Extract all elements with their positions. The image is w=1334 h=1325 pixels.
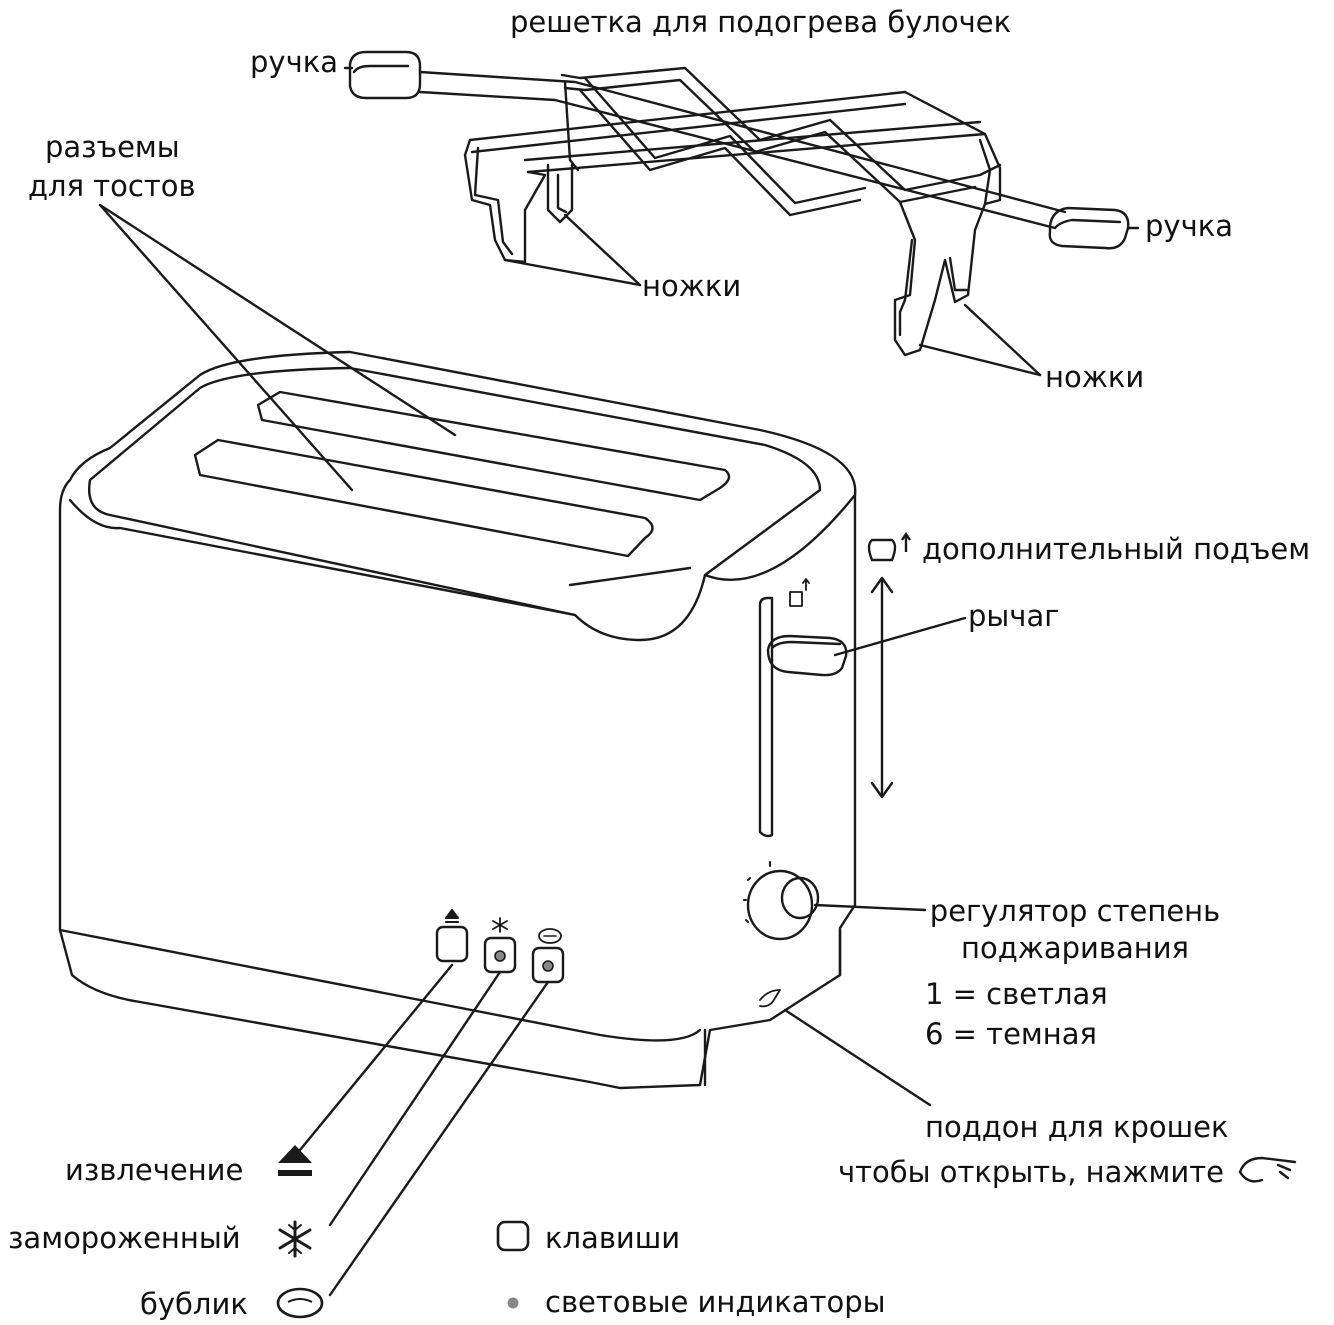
eject-button[interactable] [435,925,469,963]
handle-left-label: ручка [250,45,338,79]
lever-handle[interactable] [766,634,848,677]
lever-label: рычаг [968,599,1060,633]
browning-label-line2: поджаривания [960,931,1190,965]
warming-rack [418,66,1067,357]
indicators-legend-label: световые индикаторы [545,1285,886,1319]
extra-lift-label: дополнительный подъем [922,532,1311,566]
bagel-label: бублик [140,1287,248,1321]
crumb-tray-label-line2: чтобы открыть, нажмите [838,1155,1224,1189]
rack-handle-left[interactable] [348,50,422,100]
toast-slot-1 [256,390,731,502]
bagel-icon [276,1287,324,1319]
snowflake-icon [278,1220,312,1258]
legs-lower-label: ножки [1045,360,1145,394]
handle-right-label: ручка [1145,209,1233,243]
toast-slot-2 [193,438,654,558]
browning-knob[interactable] [746,869,814,941]
legs-upper-label: ножки [642,269,742,303]
key-icon [496,1220,530,1252]
keys-legend-label: клавиши [545,1221,681,1255]
pointing-hand-icon [1238,1156,1297,1183]
toaster-body [58,350,857,1090]
browning-label-line4: 6 = темная [925,1017,1097,1051]
lever-slot [758,596,774,838]
eject-icon [278,1145,312,1176]
frozen-label: замороженный [8,1221,241,1255]
indicator-light-icon [507,1297,519,1309]
browning-label-line3: 1 = светлая [925,977,1108,1011]
slots-label-line1: разъемы [45,130,180,164]
rack-handle-right[interactable] [1048,206,1130,250]
crumb-tray-label-line1: поддон для крошек [925,1110,1229,1144]
toast-lift-icon [867,531,911,562]
eject-label: извлечение [65,1153,244,1187]
browning-label-line1: регулятор степень [929,894,1221,928]
rack-title-label: решетка для подогрева булочек [510,5,1012,39]
slots-label-line2: для тостов [28,169,196,203]
